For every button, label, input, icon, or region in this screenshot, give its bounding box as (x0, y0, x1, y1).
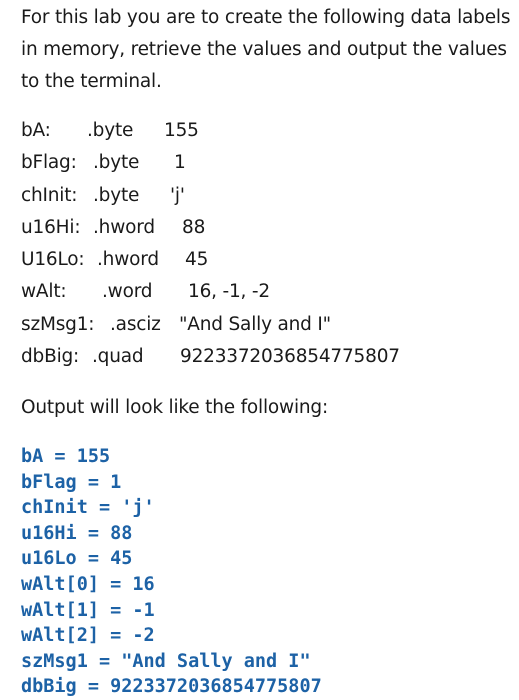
data-label-name: U16Lo: (21, 249, 85, 271)
data-label-directive: .hword (97, 249, 159, 271)
data-label-directive: .quad (92, 346, 144, 368)
intro-paragraph: For this lab you are to create the follo… (21, 7, 511, 92)
data-label-value: 45 (185, 249, 209, 271)
output-line: u16Hi = 88 (21, 522, 133, 544)
output-line: chInit = 'j' (21, 497, 155, 519)
data-label-name: chInit: (21, 184, 78, 206)
output-line: bFlag = 1 (21, 471, 122, 493)
data-label-value: 9223372036854775807 (180, 346, 400, 368)
data-label-name: wAlt: (21, 281, 67, 303)
data-label-value: 88 (182, 216, 206, 238)
data-label-name: bA: (21, 120, 51, 141)
sample-output-block: bA = 155 bFlag = 1 chInit = 'j' u16Hi = … (21, 444, 322, 700)
output-line: wAlt[1] = -1 (21, 599, 155, 621)
data-label-directive: .asciz (110, 313, 161, 335)
data-label-value: "And Sally and I" (179, 313, 331, 335)
output-line: wAlt[0] = 16 (21, 573, 155, 595)
output-line: u16Lo = 45 (21, 548, 133, 570)
data-label-value: 155 (164, 120, 199, 141)
output-line: bA = 155 (21, 446, 111, 467)
output-line: dbBig = 9223372036854775807 (21, 676, 322, 698)
data-label-directive: .byte (93, 152, 140, 174)
data-label-directive: .byte (93, 184, 140, 206)
output-line: szMsg1 = "And Sally and I" (21, 650, 311, 672)
data-label-directive: .word (102, 281, 153, 303)
data-label-value: 16, -1, -2 (188, 281, 270, 303)
data-label-directive: .byte (87, 120, 134, 141)
data-label-value: 'j' (170, 184, 185, 206)
data-label-name: bFlag: (21, 152, 77, 174)
data-label-value: 1 (174, 152, 186, 174)
output-heading: Output will look like the following: (21, 397, 328, 418)
data-label-directive: .hword (93, 216, 155, 238)
data-label-name: szMsg1: (21, 313, 95, 335)
data-label-name: u16Hi: (21, 216, 81, 238)
data-label-name: dbBig: (21, 346, 80, 368)
output-line: wAlt[2] = -2 (21, 625, 155, 647)
